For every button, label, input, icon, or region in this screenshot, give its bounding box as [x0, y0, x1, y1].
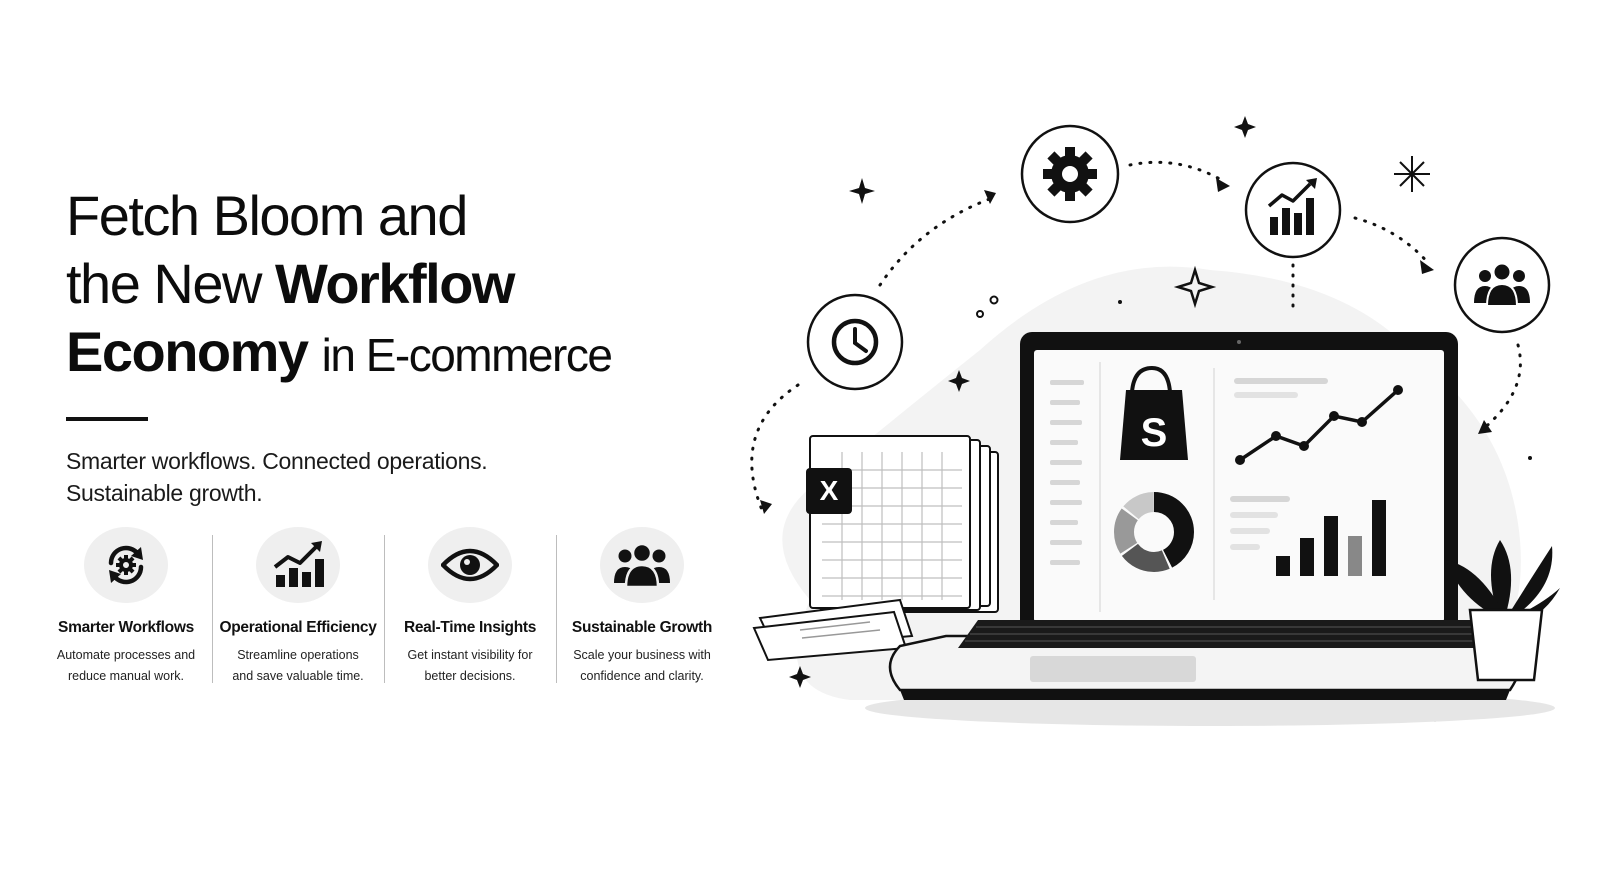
title-line-2-light: the New: [66, 252, 262, 315]
feature-title: Operational Efficiency: [219, 619, 377, 636]
sparkle-burst-icon: [1394, 156, 1430, 192]
shop-bag-letter: S: [1141, 411, 1168, 455]
feature-desc-line-1: Scale your business with: [573, 648, 711, 662]
spreadsheet-grid: [822, 452, 962, 600]
feature-sustainable-growth: Sustainable Growth Scale your business w…: [556, 527, 728, 687]
shop-bag-icon: S: [1120, 365, 1188, 460]
gear-icon: [1020, 124, 1120, 224]
feature-operational-efficiency: Operational Efficiency Streamline operat…: [212, 527, 384, 687]
feature-smarter-workflows: Smarter Workflows Automate processes and…: [40, 527, 212, 687]
feature-list: Smarter Workflows Automate processes and…: [40, 527, 730, 687]
laptop: S: [865, 332, 1555, 726]
subtitle-line-1: Smarter workflows. Connected operations.: [66, 448, 488, 474]
line-chart-graphic: [1234, 378, 1403, 465]
page-title: Fetch Bloom and the New Workflow Economy…: [66, 182, 766, 389]
feature-title: Real-Time Insights: [403, 619, 537, 636]
feature-description: Get instant visibility for better decisi…: [395, 645, 545, 687]
cycle-gear-icon: [84, 527, 168, 603]
subtitle-line-2: Sustainable growth.: [66, 480, 263, 506]
accent-divider: [66, 417, 148, 421]
feature-real-time-insights: Real-Time Insights Get instant visibilit…: [384, 527, 556, 687]
feature-title: Sustainable Growth: [571, 619, 713, 636]
potted-plant: [1446, 540, 1560, 682]
keyboard-keys: [965, 626, 1496, 642]
feature-description: Automate processes and reduce manual wor…: [51, 645, 201, 687]
rising-chart-icon: [1244, 161, 1342, 259]
flow-arrows: [750, 160, 1522, 512]
spreadsheet-badge: [806, 468, 852, 514]
feature-desc-line-2: reduce manual work.: [67, 669, 185, 683]
laptop-screen: [1034, 350, 1444, 622]
workflow-illustration: X S: [750, 116, 1560, 726]
title-line-3-light: in E-commerce: [321, 329, 613, 381]
feature-desc-line-2: and save valuable time.: [232, 669, 364, 683]
subtitle: Smarter workflows. Connected operations.…: [66, 445, 766, 509]
team-icon: [600, 527, 684, 603]
spreadsheet-badge-letter: X: [820, 475, 839, 506]
feature-title: Smarter Workflows: [58, 619, 194, 636]
feature-description: Streamline operations and save valuable …: [223, 645, 373, 687]
feature-desc-line-2: better decisions.: [424, 669, 516, 683]
feature-description: Scale your business with confidence and …: [567, 645, 717, 687]
dashboard-sidebar: [1050, 380, 1084, 565]
title-line-3-bold: Economy: [66, 320, 309, 383]
team-icon: [1453, 236, 1551, 334]
eye-icon: [428, 527, 512, 603]
arrowheads: [760, 178, 1492, 514]
clock-icon: [806, 293, 904, 391]
growth-chart-icon: [256, 527, 340, 603]
title-line-2-bold: Workflow: [275, 252, 515, 315]
feature-desc-line-1: Get instant visibility for: [407, 648, 533, 662]
laptop-touchpad: [1030, 656, 1196, 682]
feature-desc-line-2: confidence and clarity.: [580, 669, 704, 683]
donut-chart-graphic: [1114, 492, 1194, 572]
hero-text: Fetch Bloom and the New Workflow Economy…: [66, 182, 766, 509]
paper-sheets: [752, 598, 914, 662]
feature-desc-line-1: Automate processes and: [56, 648, 196, 662]
spreadsheet-stack: X: [806, 435, 999, 613]
title-line-1: Fetch Bloom and: [66, 184, 468, 247]
bar-chart-graphic: [1230, 496, 1386, 576]
decorative-circles: [976, 295, 999, 318]
feature-desc-line-1: Streamline operations: [237, 648, 359, 662]
